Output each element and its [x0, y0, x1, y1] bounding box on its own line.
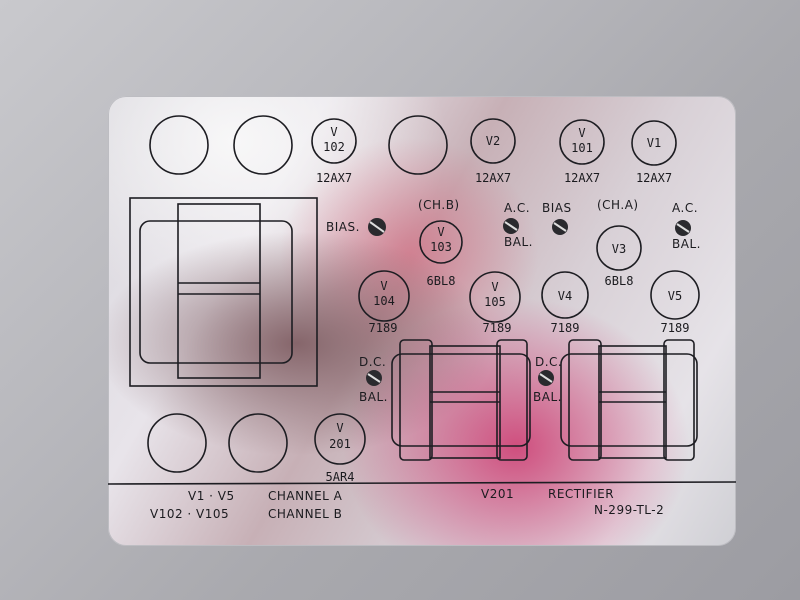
v4-type: 7189 [551, 321, 580, 335]
v2-type: 12AX7 [475, 171, 511, 185]
legend-rectifier: RECTIFIER [548, 487, 614, 501]
tube-layout-label-plate: V 102 12AX7 V2 12AX7 V 101 12AX7 V1 12AX… [108, 96, 736, 546]
socket-v101 [559, 119, 605, 165]
v1-type: 12AX7 [636, 171, 672, 185]
screw-icon [368, 218, 386, 236]
divider [108, 481, 736, 485]
v2-label: V2 [486, 134, 500, 148]
v5-type: 7189 [661, 321, 690, 335]
legend-channel-b: CHANNEL B [268, 507, 342, 521]
socket-v102 [311, 118, 357, 164]
v201-type: 5AR4 [326, 470, 355, 484]
legend-channel-a-tubes: V1 · V5 [188, 489, 235, 503]
bias-label: BIAS. [326, 220, 360, 234]
v5-label: V5 [668, 289, 682, 303]
ch-a-label: (CH.A) [597, 198, 639, 212]
output-transformer-b [391, 339, 531, 461]
v104-label: 104 [373, 294, 395, 308]
v1-label: V1 [647, 136, 661, 150]
dc-label: D.C. [535, 355, 562, 369]
bal-label: BAL. [359, 390, 388, 404]
bal-label: BAL. [533, 390, 562, 404]
v201-label: 201 [329, 437, 351, 451]
output-transformer-a [560, 339, 698, 461]
empty-socket [233, 115, 293, 175]
v103-label: V [437, 225, 444, 239]
empty-socket [228, 413, 288, 473]
dc-label: D.C. [359, 355, 386, 369]
v3-type: 6BL8 [605, 274, 634, 288]
part-number: N-299-TL-2 [594, 503, 664, 517]
v102-label: V [330, 125, 337, 139]
v105-label: 105 [484, 295, 506, 309]
power-transformer [129, 197, 318, 387]
v104-type: 7189 [369, 321, 398, 335]
legend-channel-b-tubes: V102 · V105 [150, 507, 229, 521]
bias-label: BIAS [542, 201, 572, 215]
legend-v201: V201 [481, 487, 514, 501]
v201-label: V [336, 421, 343, 435]
screw-icon [503, 218, 519, 234]
bal-label: BAL. [672, 237, 701, 251]
empty-socket [388, 115, 448, 175]
socket-v1 [631, 120, 677, 166]
empty-socket [149, 115, 209, 175]
screw-icon [552, 219, 568, 235]
screw-icon [538, 370, 554, 386]
socket-v3 [596, 225, 642, 271]
tube-layout-diagram: V 102 12AX7 V2 12AX7 V 101 12AX7 V1 12AX… [108, 115, 736, 521]
v4-label: V4 [558, 289, 572, 303]
ac-label: A.C. [672, 201, 698, 215]
ch-b-label: (CH.B) [418, 198, 460, 212]
v105-type: 7189 [483, 321, 512, 335]
socket-v105 [469, 271, 521, 323]
socket-v104 [358, 270, 410, 322]
bal-label: BAL. [504, 235, 533, 249]
screw-icon [366, 370, 382, 386]
v105-label: V [491, 280, 498, 294]
socket-v103 [419, 220, 463, 264]
v101-label: V [578, 126, 585, 140]
socket-v5 [650, 270, 700, 320]
v102-type: 12AX7 [316, 171, 352, 185]
v101-type: 12AX7 [564, 171, 600, 185]
legend-channel-a: CHANNEL A [268, 489, 343, 503]
v103-type: 6BL8 [427, 274, 456, 288]
screw-icon [675, 220, 691, 236]
v3-label: V3 [612, 242, 626, 256]
ac-label: A.C. [504, 201, 530, 215]
socket-v201 [314, 413, 366, 465]
socket-v4 [541, 271, 589, 319]
socket-v2 [470, 118, 516, 164]
v101-label: 101 [571, 141, 593, 155]
empty-socket [147, 413, 207, 473]
v104-label: V [380, 279, 387, 293]
v103-label: 103 [430, 240, 452, 254]
v102-label: 102 [323, 140, 345, 154]
